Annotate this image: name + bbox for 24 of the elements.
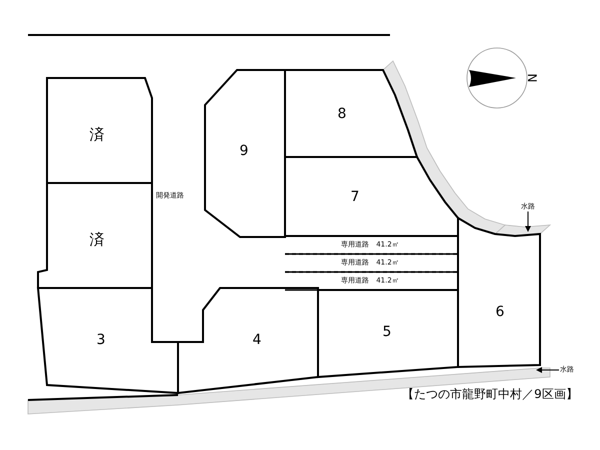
land-lot — [205, 70, 285, 237]
lot-number: 6 — [496, 305, 504, 319]
land-lot — [285, 70, 417, 157]
leader-arrow — [536, 367, 560, 373]
land-lot — [38, 288, 178, 393]
leader-arrow — [525, 211, 531, 232]
lot-number: 済 — [90, 232, 104, 248]
land-lot — [178, 288, 318, 393]
north-label: N — [526, 74, 538, 82]
land-lot — [458, 218, 540, 367]
land-lot — [47, 78, 152, 183]
waterway-band — [383, 61, 505, 234]
lot-number: 済 — [90, 128, 104, 142]
lot-number: 9 — [240, 144, 248, 158]
private-road-strip — [285, 272, 458, 290]
lot-number: 3 — [96, 333, 106, 347]
land-lot — [38, 183, 152, 288]
lot-number: 5 — [382, 325, 392, 339]
lot-number: 4 — [252, 333, 262, 347]
land-lot — [318, 290, 458, 377]
caption: 【たつの市龍野町中村／9区画】 — [402, 388, 578, 400]
land-lot — [285, 157, 458, 236]
lot-number: 7 — [350, 190, 360, 204]
lot-number: 8 — [338, 107, 346, 121]
